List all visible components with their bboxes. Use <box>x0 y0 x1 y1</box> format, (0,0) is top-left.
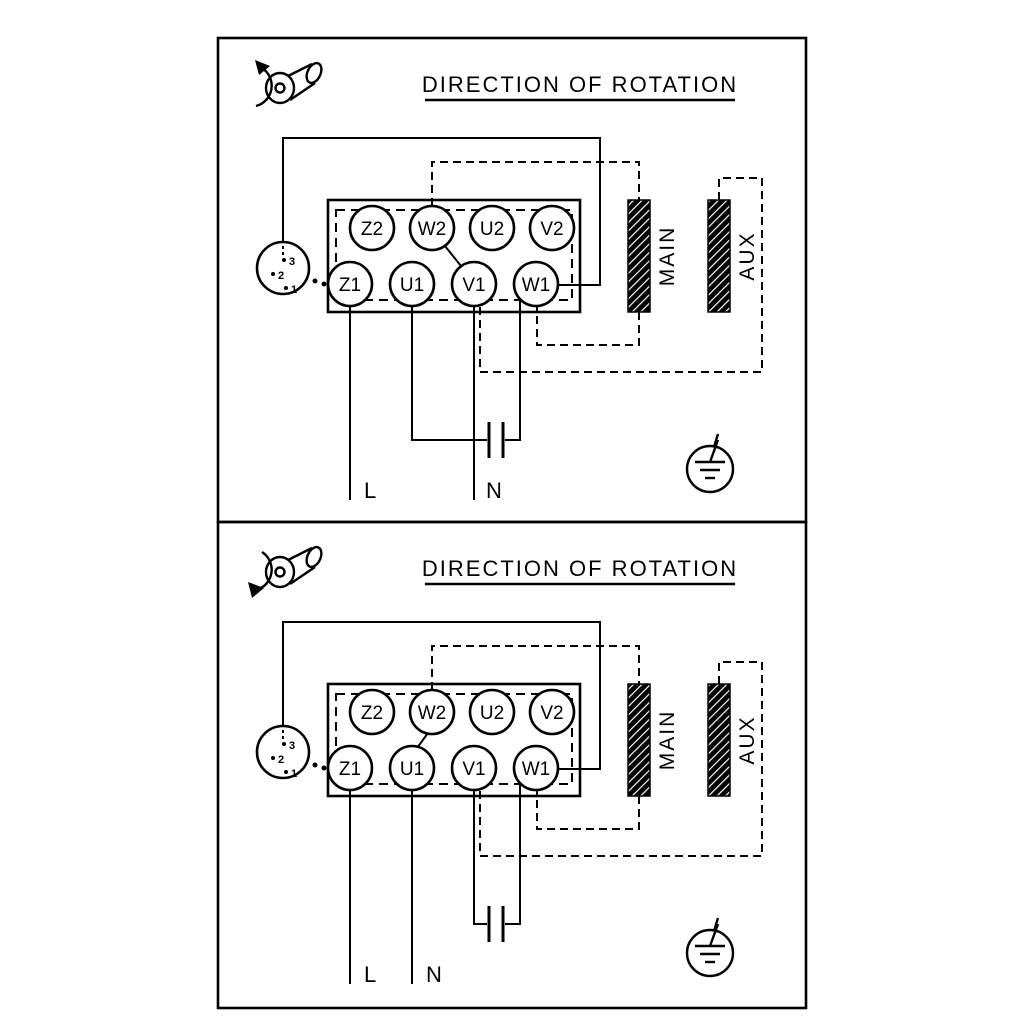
svg-text:Z1: Z1 <box>339 275 361 296</box>
capacitor-feed-wire <box>411 306 487 441</box>
shaft-rotation-ccw-icon <box>255 60 323 108</box>
capacitor-return-wire <box>505 783 521 925</box>
neutral-label: N <box>426 962 442 987</box>
panel-border <box>216 520 808 1010</box>
switch-pos-1: 1 <box>291 284 297 296</box>
terminal-box-dashed <box>335 693 573 785</box>
svg-text:U1: U1 <box>400 275 424 296</box>
aux-winding-label: AUX <box>736 715 759 764</box>
terminal-u2: U2 <box>468 688 516 736</box>
terminal-z2: Z2 <box>348 688 396 736</box>
terminal-z1: Z1 <box>326 260 374 308</box>
terminal-v2: V2 <box>528 204 576 252</box>
svg-text:Z2: Z2 <box>361 219 383 240</box>
terminal-w1: W1 <box>512 744 560 792</box>
terminal-w1: W1 <box>512 260 560 308</box>
aux-winding: AUX <box>707 199 759 313</box>
main-winding-label: MAIN <box>656 710 679 771</box>
svg-text:V2: V2 <box>540 219 563 240</box>
selector-switch: 3 2 1 <box>255 240 327 296</box>
line-label: L <box>364 962 376 987</box>
line-label: L <box>364 478 376 503</box>
main-winding: MAIN <box>627 199 679 313</box>
terminal-box <box>326 682 582 798</box>
terminal-box <box>326 198 582 314</box>
terminal-v2: V2 <box>528 688 576 736</box>
svg-text:U2: U2 <box>480 219 504 240</box>
neutral-label: N <box>486 478 502 503</box>
switch-pos-3: 3 <box>289 740 295 752</box>
aux-winding: AUX <box>707 683 759 797</box>
terminal-z2: Z2 <box>348 204 396 252</box>
switch-to-w1-wire <box>282 137 601 286</box>
earth-ground-icon <box>685 433 735 494</box>
svg-text:U2: U2 <box>480 703 504 724</box>
capacitor-return-wire <box>505 299 521 441</box>
page-title: DIRECTION OF ROTATION <box>422 72 738 97</box>
svg-text:Z1: Z1 <box>339 759 361 780</box>
switch-pos-2: 2 <box>278 270 284 282</box>
svg-text:U1: U1 <box>400 759 424 780</box>
main-winding-label: MAIN <box>656 226 679 287</box>
w2-to-main-wire <box>431 645 640 690</box>
aux-to-v1-wire <box>479 177 763 373</box>
svg-text:W2: W2 <box>418 703 447 724</box>
terminal-u1: U1 <box>388 744 436 792</box>
w2-v1-link-wire <box>444 245 462 267</box>
terminal-box-dashed <box>335 209 573 301</box>
panel-bottom: DIRECTION OF ROTATION MAI <box>216 520 808 1010</box>
switch-to-w1-wire <box>282 621 601 770</box>
selector-switch: 3 2 1 <box>255 724 327 780</box>
svg-text:W1: W1 <box>522 759 551 780</box>
svg-text:W2: W2 <box>418 219 447 240</box>
svg-text:V1: V1 <box>462 275 485 296</box>
switch-pos-2: 2 <box>278 754 284 766</box>
capacitor <box>487 906 505 942</box>
terminal-w2: W2 <box>408 688 456 736</box>
svg-text:Z2: Z2 <box>361 703 383 724</box>
switch-pos-1: 1 <box>291 768 297 780</box>
aux-to-v1-wire <box>479 661 763 857</box>
w2-u1-link-wire <box>416 732 429 749</box>
terminal-u2: U2 <box>468 204 516 252</box>
capacitor-feed-wire <box>473 790 487 925</box>
svg-text:W1: W1 <box>522 275 551 296</box>
terminal-u1: U1 <box>388 260 436 308</box>
terminal-v1: V1 <box>450 744 498 792</box>
terminal-z1: Z1 <box>326 744 374 792</box>
terminal-v1: V1 <box>450 260 498 308</box>
main-to-w1-wire <box>536 306 640 346</box>
page-title: DIRECTION OF ROTATION <box>422 556 738 581</box>
svg-text:V1: V1 <box>462 759 485 780</box>
terminal-w2: W2 <box>408 204 456 252</box>
earth-ground-icon <box>685 917 735 978</box>
main-winding: MAIN <box>627 683 679 797</box>
w2-to-main-wire <box>431 161 640 206</box>
svg-text:V2: V2 <box>540 703 563 724</box>
panel-top: DIRECTION OF ROTATION MAI <box>216 36 808 524</box>
aux-winding-label: AUX <box>736 231 759 280</box>
main-to-w1-wire <box>536 790 640 830</box>
shaft-rotation-cw-icon <box>248 545 323 598</box>
switch-pos-3: 3 <box>289 256 295 268</box>
capacitor <box>487 422 505 458</box>
